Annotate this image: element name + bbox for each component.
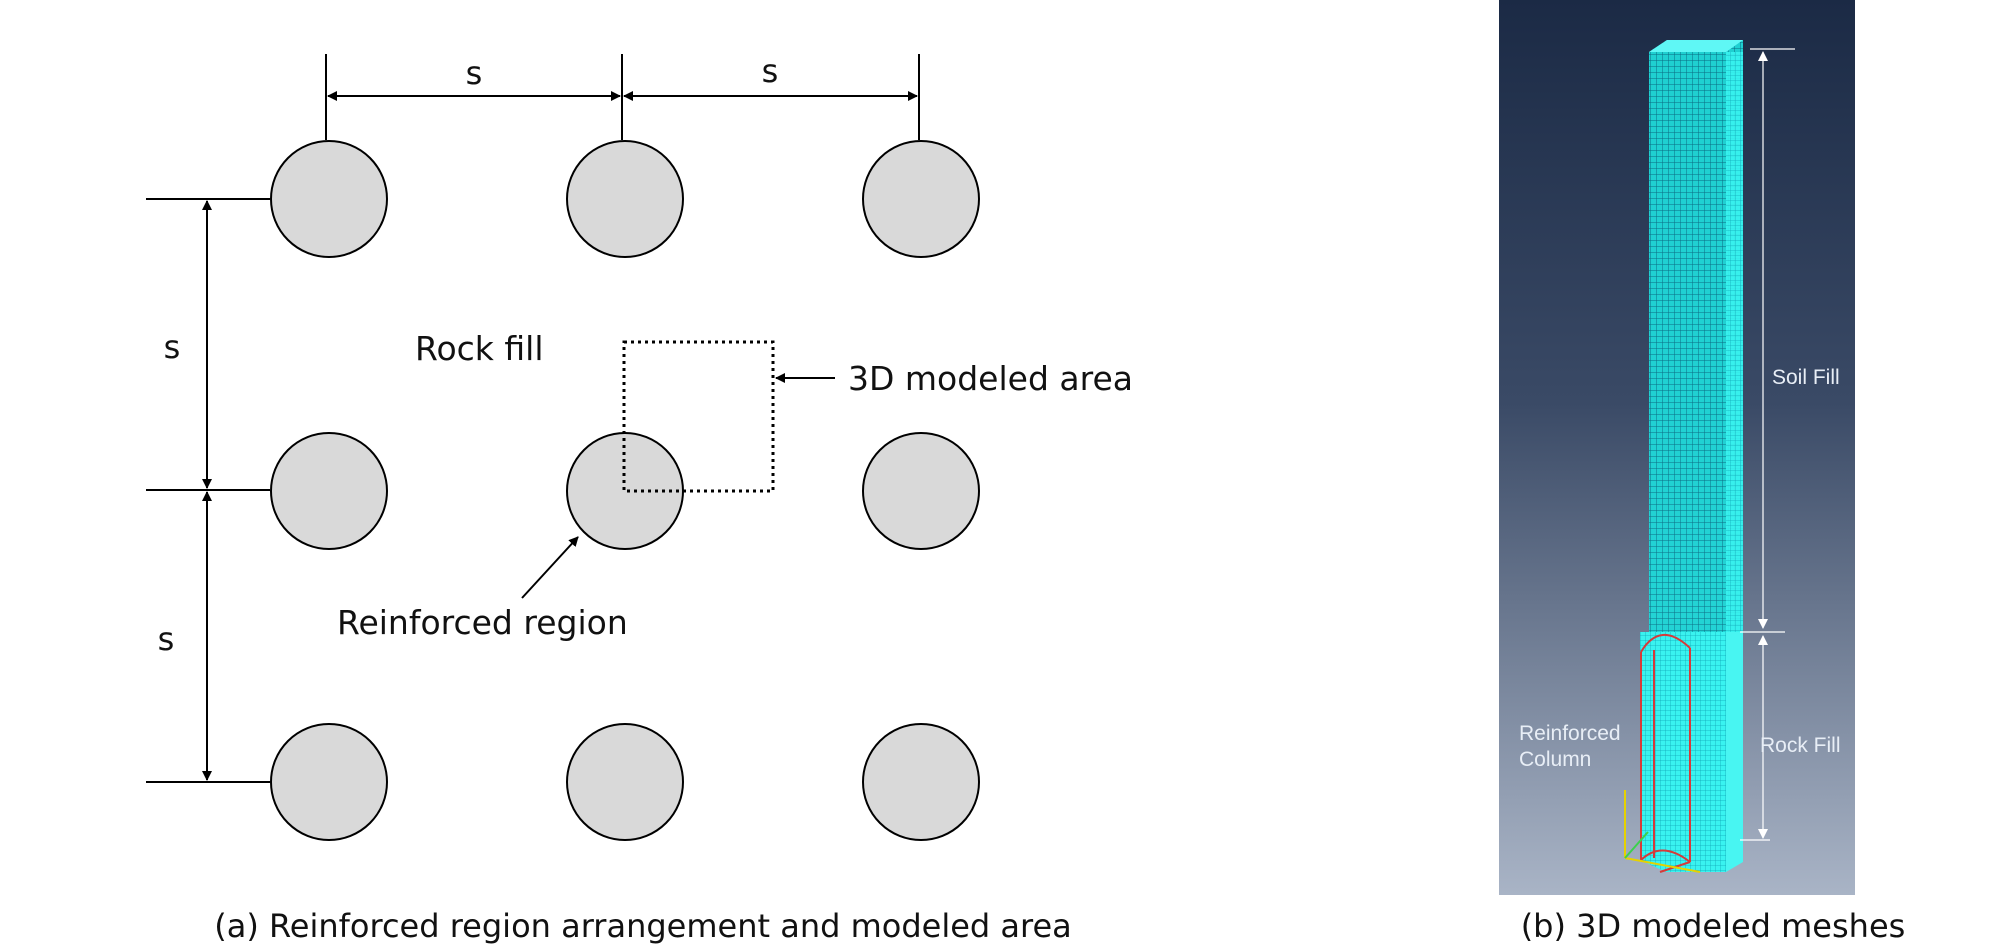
reinforced-column-circle — [270, 140, 388, 258]
soil-fill-label: Soil Fill — [1772, 366, 1840, 389]
rock-fill-label: Rock fill — [415, 329, 544, 368]
reinforced-column-circle — [862, 432, 980, 550]
reinforced-column-label-line2: Column — [1519, 748, 1591, 771]
reinforced-column-label-line1: Reinforced — [1519, 722, 1621, 745]
caption-a: (a) Reinforced region arrangement and mo… — [214, 907, 1072, 945]
reinforced-column-circle — [862, 723, 980, 841]
soil-fill-mesh — [1649, 40, 1743, 632]
reinforced-column-outline — [1640, 633, 1691, 873]
panel-b: Soil Fill Rock Fill Reinforced Column (b… — [1499, 0, 1905, 945]
rock-fill-mesh — [1640, 632, 1726, 872]
reinforced-column-circle — [270, 432, 388, 550]
reinforced-column-circle — [566, 140, 684, 258]
modeled-area-box — [622, 340, 775, 493]
dimension-label-left-upper: s — [164, 328, 181, 366]
dimension-label-top-left: s — [466, 54, 483, 92]
reinforced-region-arrow — [521, 536, 579, 599]
mesh-top-face — [1649, 40, 1743, 52]
reinforced-column-circle — [566, 723, 684, 841]
rock-fill-label-b: Rock Fill — [1760, 734, 1841, 757]
reinforced-column-circle — [270, 723, 388, 841]
reinforced-column-circle — [566, 432, 684, 550]
reinforced-region-label: Reinforced region — [337, 603, 628, 642]
rock-fill-side-face — [1726, 632, 1743, 872]
reinforced-column-circle — [862, 140, 980, 258]
dimension-label-top-right: s — [762, 52, 779, 90]
caption-b: (b) 3D modeled meshes — [1521, 907, 1906, 945]
dimension-label-left-lower: s — [158, 620, 175, 658]
mesh-side-face — [1726, 52, 1743, 632]
axis-triad-icon — [1624, 790, 1701, 873]
panel-a: s s s s Rock fill 3D modeled area — [146, 52, 1133, 945]
modeled-area-label: 3D modeled area — [848, 359, 1133, 398]
